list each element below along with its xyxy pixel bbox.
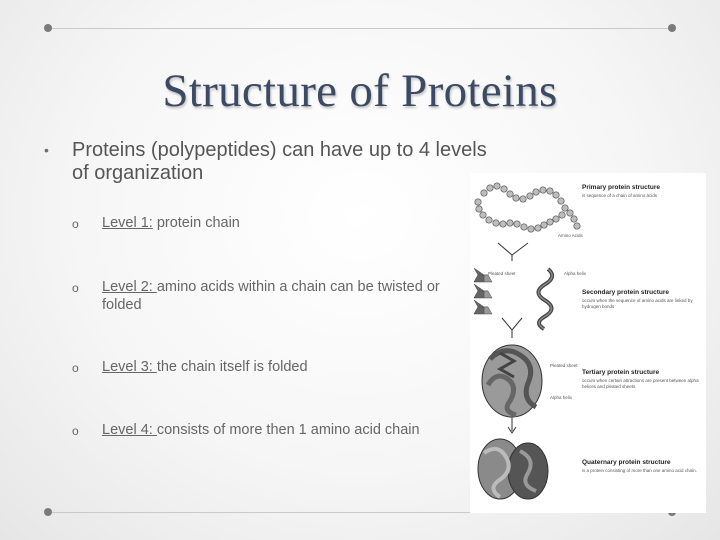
tertiary-fold-shape: [481, 344, 543, 418]
protein-structure-illustration: [473, 182, 581, 500]
circle-bullet-icon: o: [72, 424, 79, 438]
quaternary-structure-title: Quaternary protein structure: [582, 459, 671, 466]
bottom-frame-line: [48, 512, 672, 513]
pleated-sheet-label-1: Pleated sheet: [488, 271, 516, 276]
top-frame-line: [48, 28, 672, 29]
slide-title: Structure of Proteins: [162, 65, 558, 117]
sub-item-label: Level 2:: [102, 279, 157, 295]
amino-acids-label: Amino Acids: [558, 233, 583, 238]
quaternary-fold-shape: [477, 438, 549, 500]
sub-item-label: Level 3:: [102, 359, 157, 375]
sub-item-label: Level 4:: [102, 422, 157, 438]
top-left-dot: [44, 24, 52, 32]
secondary-structure-desc: occurs when the sequence of amino acids …: [582, 298, 693, 309]
main-bullet-text: Proteins (polypeptides) can have up to 4…: [72, 139, 487, 184]
top-right-dot: [668, 24, 676, 32]
alpha-helix-label-1: Alpha helix: [564, 271, 587, 276]
amino-acid-chain: [474, 182, 581, 233]
tertiary-structure-title: Tertiary protein structure: [582, 369, 660, 376]
bullet-dot-icon: •: [44, 142, 49, 158]
primary-structure-desc: is sequence of a chain of amino acids: [582, 193, 658, 198]
sub-item-text: the chain itself is folded: [156, 359, 308, 375]
secondary-structure-title: Secondary protein structure: [582, 289, 670, 296]
primary-structure-title: Primary protein structure: [582, 184, 661, 191]
circle-bullet-icon: o: [72, 217, 79, 231]
tertiary-structure-desc: occurs when certain attractions are pres…: [582, 378, 699, 389]
sub-item-label: Level 1:: [102, 215, 153, 231]
alpha-helix-label-2: Alpha helix: [550, 395, 573, 400]
sub-item-text: protein chain: [152, 215, 240, 231]
sub-item-text: amino acids within a chain can be twiste…: [102, 279, 440, 313]
bottom-left-dot: [44, 508, 52, 516]
circle-bullet-icon: o: [72, 361, 79, 375]
sub-item-text: consists of more then 1 amino acid chain: [156, 422, 420, 438]
pleated-sheet-label-2: Pleated sheet: [550, 363, 578, 368]
circle-bullet-icon: o: [72, 281, 79, 295]
quaternary-structure-desc: is a protein consisting of more than one…: [582, 468, 697, 473]
protein-structure-figure: Primary protein structure is sequence of…: [470, 173, 706, 513]
